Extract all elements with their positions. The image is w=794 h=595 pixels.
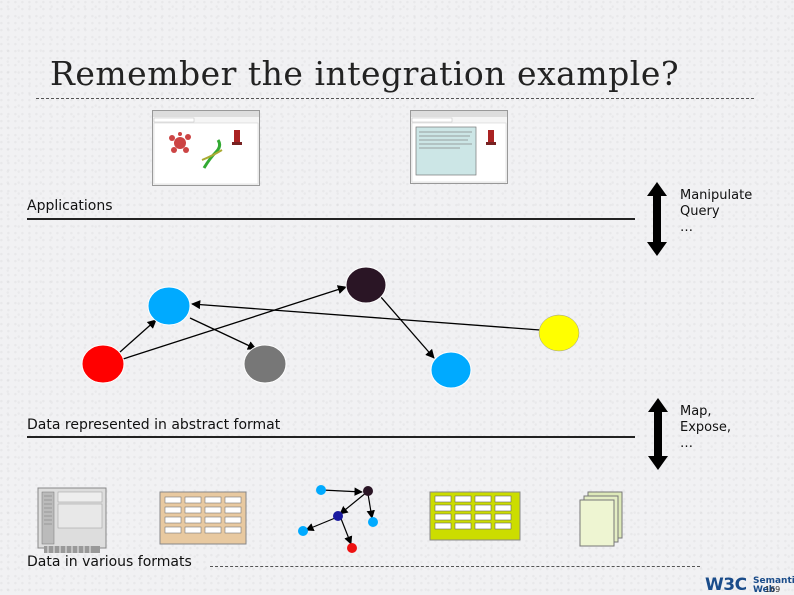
node-blue [147, 286, 191, 326]
map-expose-text: Map, Expose, … [680, 404, 731, 452]
semantic-web-logo: Semantic Web [753, 577, 794, 595]
small-graph-nodes [298, 485, 378, 553]
edge-red-dark [119, 285, 347, 361]
bottom-divider [210, 566, 700, 567]
dna-icon [201, 139, 223, 169]
page-number: 169 [765, 585, 781, 594]
w3c-logo: W3C [705, 575, 747, 595]
abstract-format-label: Data represented in abstract format [27, 417, 281, 433]
node-cyan [430, 351, 472, 389]
abstract-format-rule [27, 436, 635, 438]
manipulate-query-arrow [647, 182, 667, 256]
side-line-3: … [680, 436, 693, 451]
node-red [81, 344, 125, 384]
app-window-right [410, 110, 508, 184]
manipulate-query-text: Manipulate Query … [680, 188, 752, 236]
edge-dark-cyan [379, 295, 435, 359]
documents-stack-icon [579, 491, 623, 547]
applications-label: Applications [27, 198, 113, 214]
node-dark [345, 266, 387, 304]
side-line-2: Query [680, 204, 720, 219]
side-line-1: Manipulate [680, 188, 753, 203]
side-line-2: Expose, [680, 420, 732, 435]
node-yellow [538, 314, 580, 352]
edge-yellow-blue [191, 300, 541, 331]
applications-rule [27, 218, 635, 220]
spreadsheet-brown-icon [159, 491, 247, 545]
side-line-3: … [680, 220, 693, 235]
logo-line-2: Web [753, 585, 776, 595]
small-graph-icon [305, 487, 375, 545]
node-gray [243, 344, 287, 384]
database-server-icon [37, 487, 107, 553]
side-line-1: Map, [680, 404, 712, 419]
logo-line-1: Semantic [753, 576, 794, 586]
spreadsheet-green-icon [429, 491, 521, 541]
map-expose-arrow [648, 398, 668, 470]
title-divider [36, 98, 754, 99]
edge-blue-gray [189, 317, 257, 350]
app-window-left [152, 110, 260, 186]
virus-icon [169, 132, 191, 153]
microscope-icon [486, 130, 496, 145]
various-formats-label: Data in various formats [27, 554, 192, 570]
microscope-icon [232, 130, 242, 145]
edge-red-blue [119, 319, 157, 353]
slide-title: Remember the integration example? [50, 54, 680, 93]
